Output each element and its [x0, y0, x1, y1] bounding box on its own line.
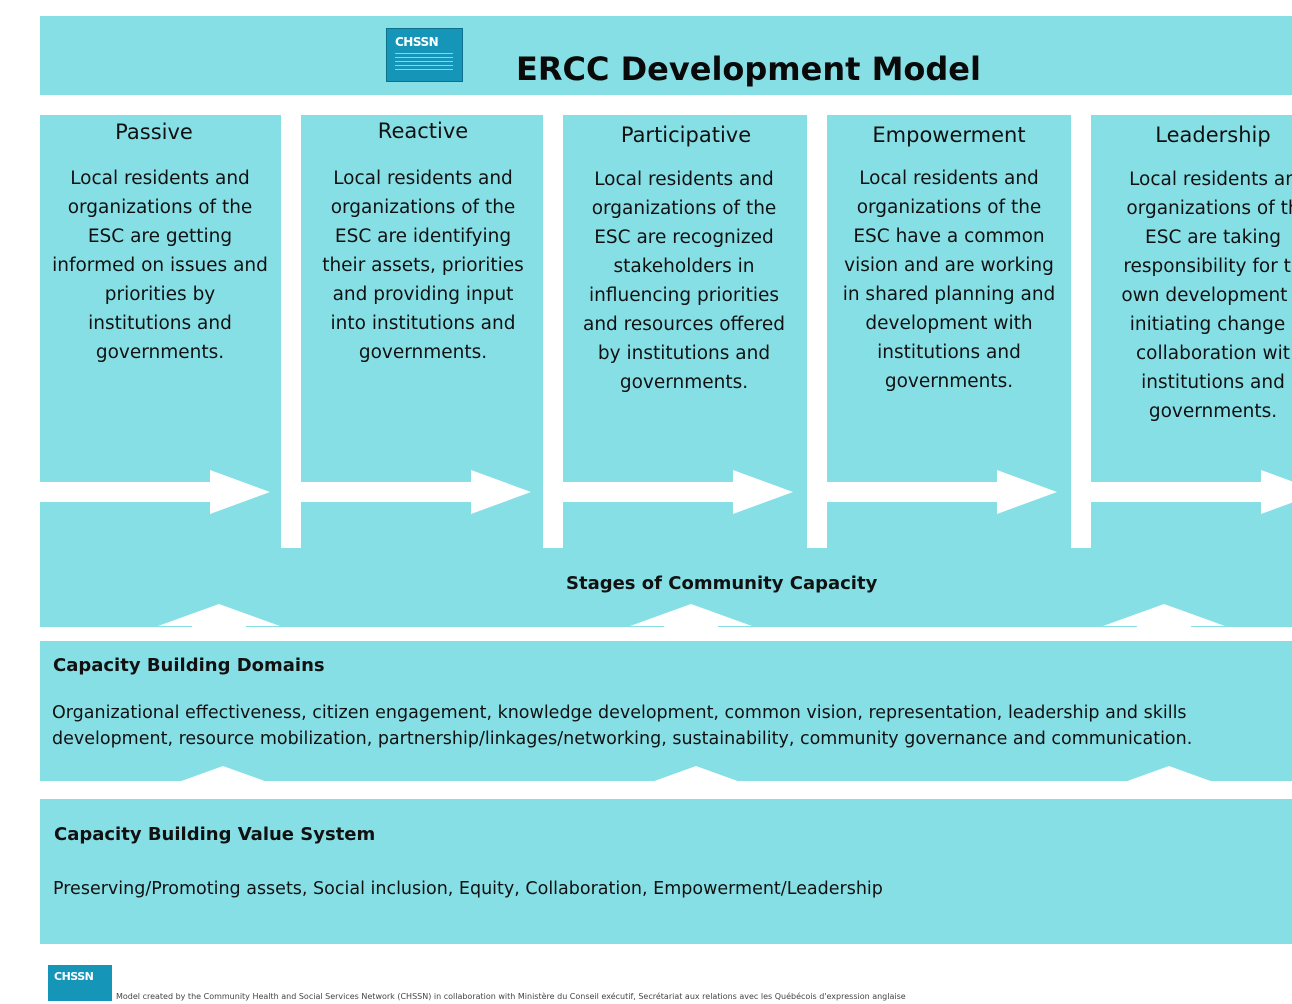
stage-separator: [807, 115, 827, 548]
page-title: ERCC Development Model: [516, 50, 981, 88]
flow-arrow-icon: [40, 470, 270, 514]
flow-arrow-icon: [563, 470, 793, 514]
logo-text: CHSSN: [395, 35, 439, 49]
flow-arrow-icon: [301, 470, 531, 514]
stage-title: Passive: [115, 120, 193, 144]
values-title: Capacity Building Value System: [54, 824, 376, 845]
domains-band: [40, 641, 1292, 781]
up-arrow-icon: [158, 604, 280, 646]
header-band: [40, 16, 1292, 95]
stage-separator: [543, 115, 563, 548]
footer-chssn-logo: CHSSN: [48, 965, 112, 1001]
up-arrow-icon: [635, 766, 757, 808]
values-band: [40, 799, 1292, 944]
values-text: Preserving/Promoting assets, Social incl…: [53, 879, 883, 899]
stage-separator: [1071, 115, 1091, 548]
domains-title: Capacity Building Domains: [53, 655, 325, 676]
stages-caption: Stages of Community Capacity: [566, 573, 878, 594]
stage-title: Participative: [620, 123, 752, 147]
up-arrow-icon: [1108, 766, 1230, 808]
domains-text: Organizational effectiveness, citizen en…: [52, 703, 1193, 749]
stage-title: Empowerment: [872, 123, 1026, 147]
up-arrow-icon: [630, 604, 752, 646]
band-divider: [40, 781, 1292, 799]
stage-title: Reactive: [377, 119, 469, 143]
footer-logo-text: CHSSN: [54, 970, 94, 983]
footer-note: Model created by the Community Health an…: [116, 992, 906, 1001]
up-arrow-icon: [162, 766, 284, 808]
logo-tagline-lines: [395, 53, 453, 73]
stage-separator: [281, 115, 301, 548]
flow-arrow-icon: [1091, 470, 1292, 514]
chssn-logo: CHSSN: [386, 28, 463, 82]
up-arrow-icon: [1103, 604, 1225, 646]
flow-arrow-icon: [827, 470, 1057, 514]
